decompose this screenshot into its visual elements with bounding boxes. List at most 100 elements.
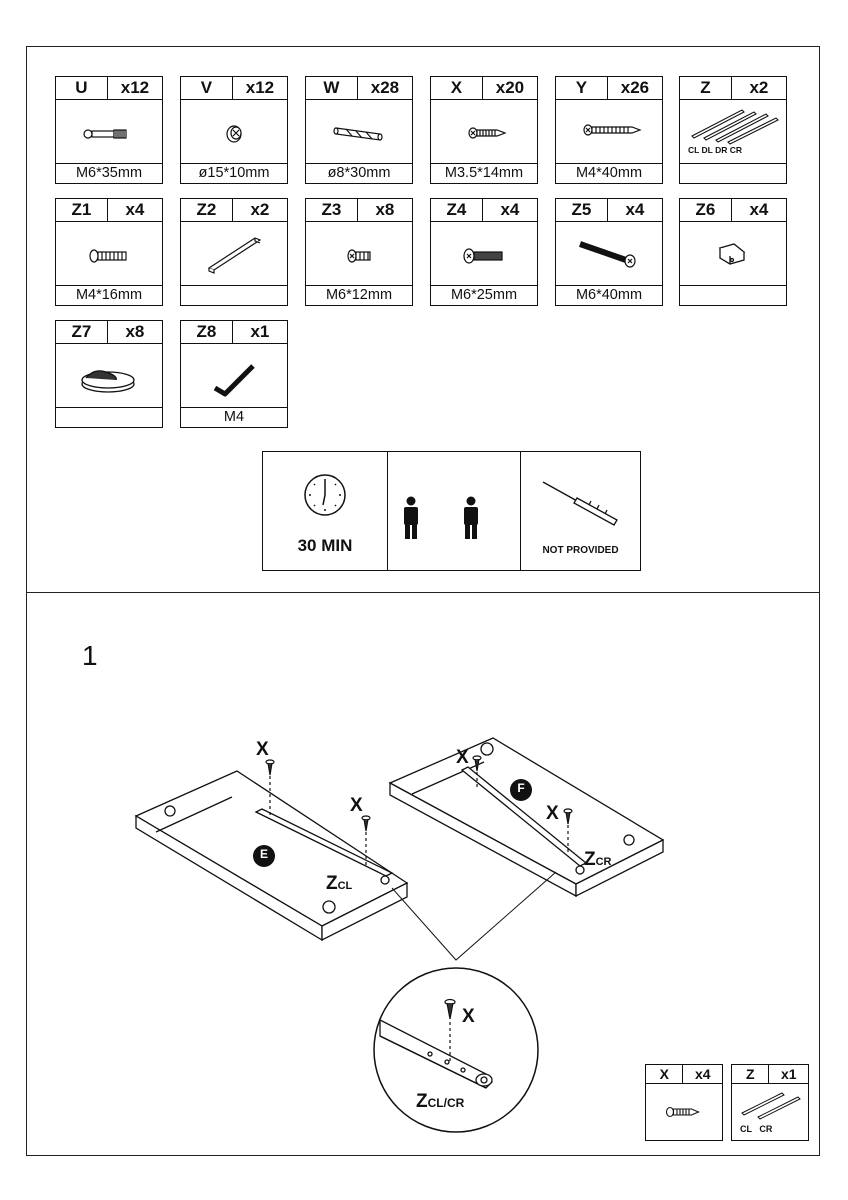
part-z1: Z1 x4 M4*16mm — [55, 198, 163, 306]
part-code: Z7 — [56, 321, 108, 343]
screwdriver-icon — [539, 478, 629, 533]
step-number: 1 — [82, 640, 98, 671]
part-spec — [680, 163, 786, 183]
part-qty: x4 — [500, 200, 520, 219]
runner-right-label: ZCR — [584, 849, 612, 870]
part-qty: x4 — [125, 200, 145, 219]
bolt-icon — [431, 222, 537, 286]
part-qty: x4 — [625, 200, 645, 219]
part-spec: M6*12mm — [306, 285, 412, 305]
part-spec — [181, 285, 287, 305]
part-qty: x2 — [250, 200, 270, 219]
runner-sublabels: CL CR — [740, 1124, 773, 1134]
short-bolt-icon — [306, 222, 412, 286]
part-qty: x1 — [780, 1066, 797, 1082]
part-spec: ø8*30mm — [306, 163, 412, 183]
part-code: Y — [556, 77, 608, 99]
part-qty: x12 — [120, 78, 150, 97]
part-qty: x4 — [749, 200, 769, 219]
part-qty: x12 — [245, 78, 275, 97]
panel-f-label: F — [517, 781, 525, 795]
part-code: X — [431, 77, 483, 99]
runner-cr — [460, 766, 588, 867]
part-qty: x1 — [250, 322, 270, 341]
part-z2: Z2 x2 — [180, 198, 288, 306]
people-cell — [388, 452, 521, 570]
part-spec: M6*35mm — [56, 163, 162, 183]
part-spec: M4*16mm — [56, 285, 162, 305]
part-code: Z3 — [306, 199, 358, 221]
runner-cl — [254, 808, 394, 877]
screw-label: X — [256, 739, 269, 760]
part-spec: ø15*10mm — [181, 163, 287, 183]
part-spec — [680, 285, 786, 305]
part-code: X — [646, 1065, 684, 1083]
bolt-icon — [56, 222, 162, 286]
screw-label: X — [456, 747, 469, 768]
section-divider — [26, 592, 820, 593]
part-qty: x8 — [375, 200, 395, 219]
tool-not-provided: NOT PROVIDED — [542, 545, 619, 556]
part-qty: x28 — [370, 78, 400, 97]
runner-sublabels: CL DL DR CR — [688, 145, 742, 155]
part-qty: x20 — [495, 78, 525, 97]
part-code: U — [56, 77, 108, 99]
part-z7: Z7 x8 — [55, 320, 163, 428]
part-qty: x26 — [620, 78, 650, 97]
clock-icon — [302, 472, 348, 523]
part-qty: x2 — [749, 78, 769, 97]
tool-cell: NOT PROVIDED — [521, 452, 640, 570]
person-icon — [400, 496, 422, 545]
page-frame — [26, 46, 820, 1156]
time-cell: 30 MIN — [263, 452, 388, 570]
short-screw-icon — [646, 1085, 722, 1144]
panel-f-badge — [510, 779, 532, 801]
part-z3: Z3 x8 M6*12mm — [305, 198, 413, 306]
cam-lock-icon — [181, 100, 287, 164]
person-icon — [460, 496, 482, 545]
part-code: Z6 — [680, 199, 732, 221]
assembly-info: 30 MIN NOT PROVIDED — [262, 451, 641, 571]
wooden-dowel-icon — [306, 100, 412, 164]
part-code: Z5 — [556, 199, 608, 221]
panel-e-badge — [253, 845, 275, 867]
allen-key-icon — [181, 344, 287, 408]
part-code: Z8 — [181, 321, 233, 343]
part-code: Z2 — [181, 199, 233, 221]
part-code: W — [306, 77, 358, 99]
felt-pad-icon — [56, 344, 162, 408]
step-illustration — [134, 737, 665, 1133]
screw-label: X — [350, 795, 363, 816]
panel-e-label: E — [259, 847, 268, 861]
part-spec: M4*40mm — [556, 163, 662, 183]
long-bolt-icon — [556, 222, 662, 286]
long-screw-icon — [556, 100, 662, 164]
part-code: V — [181, 77, 233, 99]
detail-runner-label: ZCL/CR — [416, 1091, 465, 1112]
part-spec: M6*25mm — [431, 285, 537, 305]
cam-bolt-icon — [56, 100, 162, 164]
runner-left-label: ZCL — [326, 873, 353, 894]
drawer-runners-icon: CL DL DR CR — [680, 100, 786, 164]
drawer-runners-icon — [732, 1085, 808, 1130]
part-code: Z — [680, 77, 732, 99]
part-spec: M3.5*14mm — [431, 163, 537, 183]
part-code: Z4 — [431, 199, 483, 221]
detail-circle — [373, 967, 539, 1133]
screw-label: X — [546, 803, 559, 824]
part-qty: x8 — [125, 322, 145, 341]
short-screw-icon — [431, 100, 537, 164]
part-z4: Z4 x4 M6*25mm — [430, 198, 538, 306]
rail-bar-icon — [181, 222, 287, 286]
part-code: Z1 — [56, 199, 108, 221]
detail-screw-label: X — [462, 1006, 475, 1027]
